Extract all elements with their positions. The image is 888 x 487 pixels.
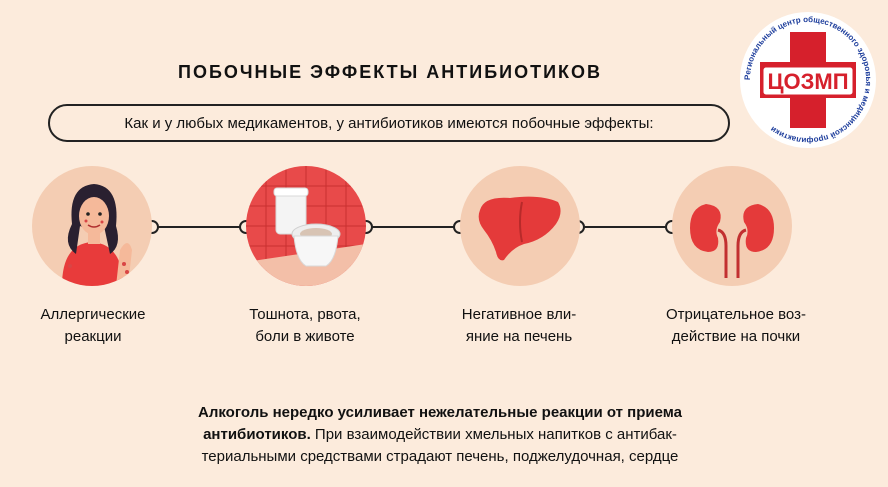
connector-line	[366, 226, 460, 228]
logo-text: ЦОЗМП	[767, 69, 848, 94]
effect-label-line: Тошнота, рвота,	[249, 306, 361, 323]
footer-bold-inline: антибиотиков.	[203, 426, 311, 443]
effect-label-nausea: Тошнота, рвота, боли в животе	[220, 304, 390, 348]
effect-label-liver: Негативное вли- яние на печень	[434, 304, 604, 348]
connector-line	[578, 226, 672, 228]
effect-label-line: Негативное вли-	[461, 306, 577, 323]
effect-circle-allergy	[32, 166, 152, 286]
footer-line: териальными средствами страдают печень, …	[201, 448, 679, 465]
page-title: ПОБОЧНЫЕ ЭФФЕКТЫ АНТИБИОТИКОВ	[178, 62, 602, 82]
effect-label-line: яние на печень	[465, 328, 573, 345]
intro-text: Как и у любых медикаментов, у антибиотик…	[124, 114, 654, 132]
toilet-icon	[246, 166, 366, 286]
czmp-logo: Региональный центр общественного здоровь…	[740, 12, 876, 148]
effect-label-kidneys: Отрицательное воз- действие на почки	[646, 304, 826, 348]
connector-line	[152, 226, 246, 228]
kidneys-icon	[690, 204, 774, 278]
effect-circle-liver	[460, 166, 580, 286]
footer-text: Алкоголь нередко усиливает нежелательные…	[120, 402, 760, 468]
effect-label-line: реакции	[64, 328, 122, 345]
intro-pill: Как и у любых медикаментов, у антибиотик…	[48, 104, 730, 142]
effect-circle-kidneys	[672, 166, 792, 286]
effect-label-line: Аллергические	[40, 306, 146, 323]
effect-label-line: боли в животе	[255, 328, 355, 345]
footer-bold-line: Алкоголь нередко усиливает нежелательные…	[198, 404, 682, 421]
effect-label-allergy: Аллергические реакции	[8, 304, 178, 348]
effect-label-line: действие на почки	[671, 328, 801, 345]
woman-allergy-icon	[62, 184, 132, 286]
footer-normal-inline: При взаимодействии хмельных напитков с а…	[310, 426, 677, 443]
liver-icon	[478, 196, 561, 261]
effect-circle-nausea	[246, 166, 366, 286]
effect-label-line: Отрицательное воз-	[666, 306, 806, 323]
